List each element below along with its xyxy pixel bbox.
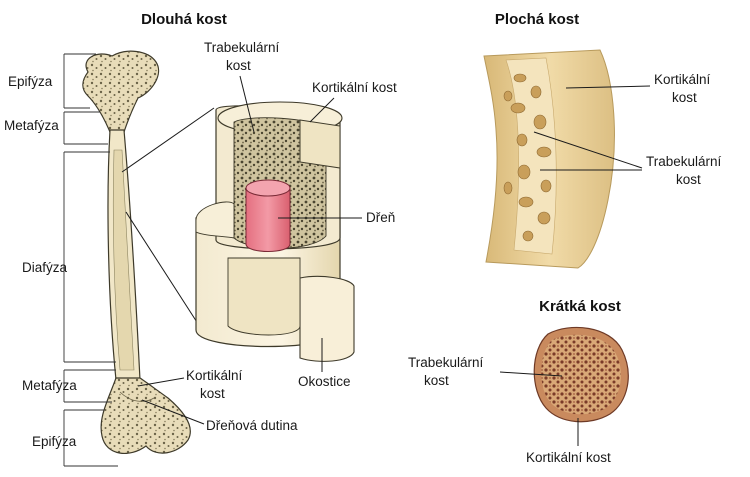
long-bone-title: Dlouhá kost xyxy=(141,11,227,28)
label-flat-trabecular-2: kost xyxy=(676,172,701,187)
femur-illustration xyxy=(83,51,191,453)
bone-cross-section xyxy=(196,102,354,361)
label-cortical-bone-lower-1: Kortikální xyxy=(186,368,243,383)
label-epiphysis-bottom: Epifýza xyxy=(32,434,77,449)
flat-bone-title: Plochá kost xyxy=(495,11,579,28)
label-periosteum: Okostice xyxy=(298,374,351,389)
label-metaphysis-top: Metafýza xyxy=(4,118,59,133)
label-diaphysis: Diafýza xyxy=(22,260,68,275)
short-bone-illustration xyxy=(534,327,628,421)
label-cortical-bone: Kortikální kost xyxy=(312,80,397,95)
zoom-line-bottom xyxy=(126,212,202,330)
label-marrow-cavity: Dřeňová dutina xyxy=(206,418,298,433)
label-epiphysis-top: Epifýza xyxy=(8,74,53,89)
label-trabecular-bone-1: Trabekulární xyxy=(204,40,280,55)
label-trabecular-bone-2: kost xyxy=(226,58,251,73)
label-short-trabecular-2: kost xyxy=(424,373,449,388)
label-metaphysis-bottom: Metafýza xyxy=(22,378,77,393)
label-cortical-bone-lower-2: kost xyxy=(200,386,225,401)
short-bone-title: Krátká kost xyxy=(539,298,621,315)
label-short-trabecular-1: Trabekulární xyxy=(408,355,484,370)
label-flat-cortical-1: Kortikální xyxy=(654,72,711,87)
flat-bone-illustration xyxy=(484,50,614,268)
label-flat-cortical-2: kost xyxy=(672,90,697,105)
label-marrow: Dřeň xyxy=(366,210,395,225)
label-flat-trabecular-1: Trabekulární xyxy=(646,154,722,169)
zoom-line-top xyxy=(122,108,214,172)
label-short-cortical: Kortikální kost xyxy=(526,450,611,465)
